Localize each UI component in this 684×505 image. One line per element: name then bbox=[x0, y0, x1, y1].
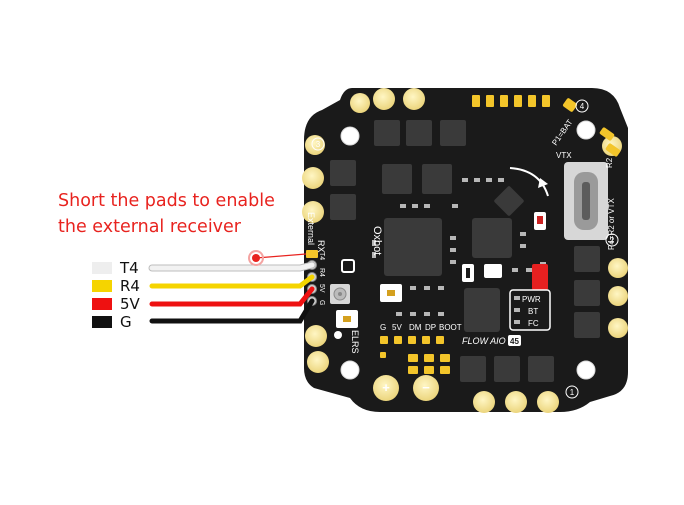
pad-label-g: G bbox=[318, 300, 325, 305]
wire-5v bbox=[149, 286, 315, 307]
antenna-connector bbox=[330, 284, 350, 304]
swatch-t4 bbox=[92, 262, 112, 274]
motor-number-4: 4 bbox=[580, 102, 585, 111]
wire-legend-r4: R4 bbox=[92, 278, 140, 294]
chips bbox=[384, 186, 524, 332]
passive-components bbox=[372, 178, 546, 316]
battery-minus-sign: − bbox=[422, 380, 430, 395]
wire-legend-t4: T4 bbox=[92, 260, 139, 276]
wire-label-t4: T4 bbox=[120, 259, 139, 277]
wire-legend-5v: 5V bbox=[92, 296, 140, 312]
swatch-g bbox=[92, 316, 112, 328]
pad-label-r4: R4 bbox=[318, 268, 325, 277]
vtx-arrow bbox=[538, 178, 548, 188]
flash-chip bbox=[464, 288, 500, 332]
led-label-fc: FC bbox=[528, 319, 539, 328]
secondary-chip bbox=[472, 218, 512, 258]
callout-line-1: Short the pads to enable bbox=[58, 191, 275, 211]
main-mcu bbox=[384, 218, 442, 276]
small-pads bbox=[334, 212, 548, 339]
regulator-chip bbox=[494, 186, 524, 216]
usb-c-port bbox=[564, 162, 608, 240]
swatch-5v bbox=[92, 298, 112, 310]
model-number: 45 bbox=[510, 337, 519, 346]
usb-label: P4=R2 or VTX bbox=[607, 198, 616, 250]
rx-label: RX bbox=[316, 240, 326, 253]
bottom-pad-label-g: G bbox=[380, 323, 386, 332]
vtx-label: VTX bbox=[556, 151, 572, 160]
short-pad-jumper bbox=[306, 250, 318, 258]
vtx-trace-arc bbox=[509, 167, 549, 197]
r2-label: R2 bbox=[605, 157, 614, 168]
bottom-pad-label-dm: DM bbox=[409, 323, 422, 332]
motor-number-markers: 1 2 3 4 bbox=[311, 99, 619, 399]
wire-label-g: G bbox=[120, 313, 132, 331]
wire-legend-g: G bbox=[92, 314, 132, 330]
wire-r4 bbox=[149, 274, 315, 289]
motor-number-2: 2 bbox=[610, 236, 615, 245]
swatch-r4 bbox=[92, 280, 112, 292]
model-label: FLOW AIO bbox=[462, 336, 506, 346]
wire-label-5v: 5V bbox=[120, 295, 140, 313]
brand-label: Oxbot bbox=[371, 226, 383, 255]
callout-line-2: the external receiver bbox=[58, 217, 241, 237]
motor-number-3: 3 bbox=[316, 140, 321, 149]
board-labels: Oxbot External RX ELRS T4 R4 5V G G 5V D… bbox=[306, 118, 616, 354]
short-pads-callout: Short the pads to enable the external re… bbox=[58, 188, 275, 240]
bottom-pad-label-dp: DP bbox=[425, 323, 436, 332]
motor-pads bbox=[302, 88, 628, 413]
mosfet-blocks bbox=[330, 120, 600, 382]
wire-label-r4: R4 bbox=[120, 277, 140, 295]
led-label-bt: BT bbox=[528, 307, 538, 316]
callout-pointer bbox=[248, 250, 307, 266]
top-pad-row bbox=[472, 95, 621, 157]
wire-g bbox=[149, 298, 315, 324]
bottom-pad-row bbox=[380, 336, 450, 374]
battery-plus-sign: + bbox=[382, 380, 390, 395]
battery-pads: + − bbox=[373, 375, 439, 401]
antenna-label: ELRS bbox=[350, 330, 360, 354]
bottom-pad-label-5v: 5V bbox=[392, 323, 402, 332]
wires bbox=[148, 261, 316, 324]
motor-number-1: 1 bbox=[570, 388, 575, 397]
pad-label-t4: T4 bbox=[318, 252, 325, 260]
mounting-holes bbox=[340, 120, 596, 380]
bottom-pad-label-boot: BOOT bbox=[439, 323, 462, 332]
external-label: External bbox=[306, 212, 316, 245]
pad-label-5v: 5V bbox=[318, 284, 325, 293]
led-box: PWR BT FC bbox=[509, 289, 551, 331]
led-label-pwr: PWR bbox=[522, 295, 541, 304]
